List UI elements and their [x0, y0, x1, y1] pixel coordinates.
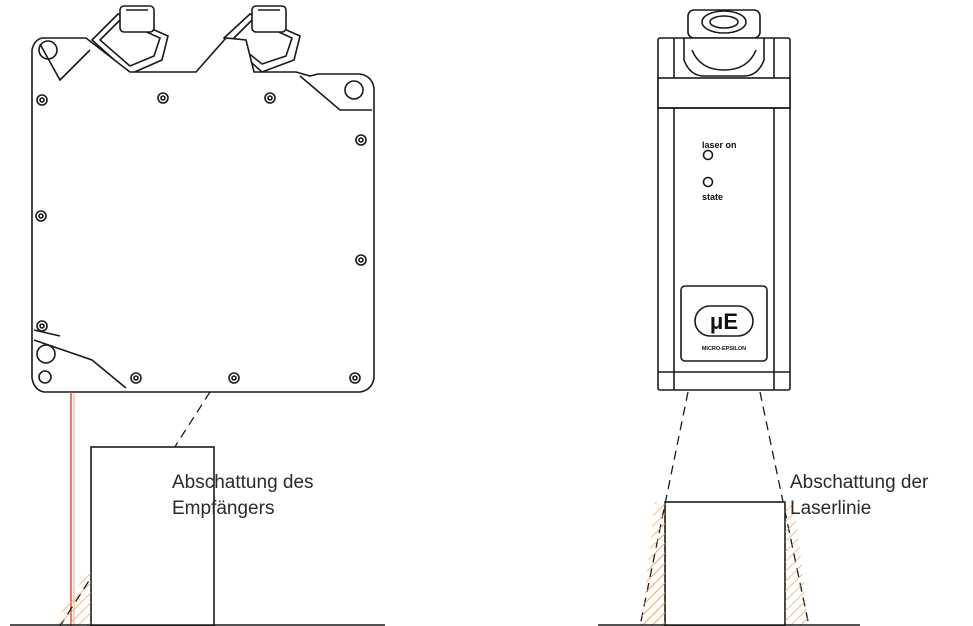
led-bottom-label: state: [702, 192, 723, 202]
left-object: [90, 446, 215, 626]
left-connector-2: [222, 5, 301, 73]
left-label-line1: Abschattung des: [172, 472, 314, 493]
right-connector: [683, 9, 765, 77]
right-label-line1: Abschattung der: [790, 472, 929, 493]
left-label-line2: Empfängers: [172, 498, 274, 519]
right-housing: [657, 37, 791, 391]
brand-name: MICRO-EPSILON: [702, 346, 746, 352]
left-shadow-hatch: [53, 566, 91, 626]
right-object: [664, 501, 786, 626]
left-housing: [31, 37, 375, 393]
left-screws: [35, 92, 367, 384]
state-led: [702, 176, 714, 188]
left-sensor: [31, 5, 375, 393]
laser-on-led: [702, 149, 714, 161]
led-top-label: laser on: [702, 140, 737, 150]
right-label-line2: Laserlinie: [790, 498, 871, 519]
logo-plate: [680, 285, 768, 362]
brand-logo: μE: [710, 309, 738, 334]
right-shadow-hatch-right: [785, 502, 809, 626]
right-sensor: [657, 9, 791, 391]
